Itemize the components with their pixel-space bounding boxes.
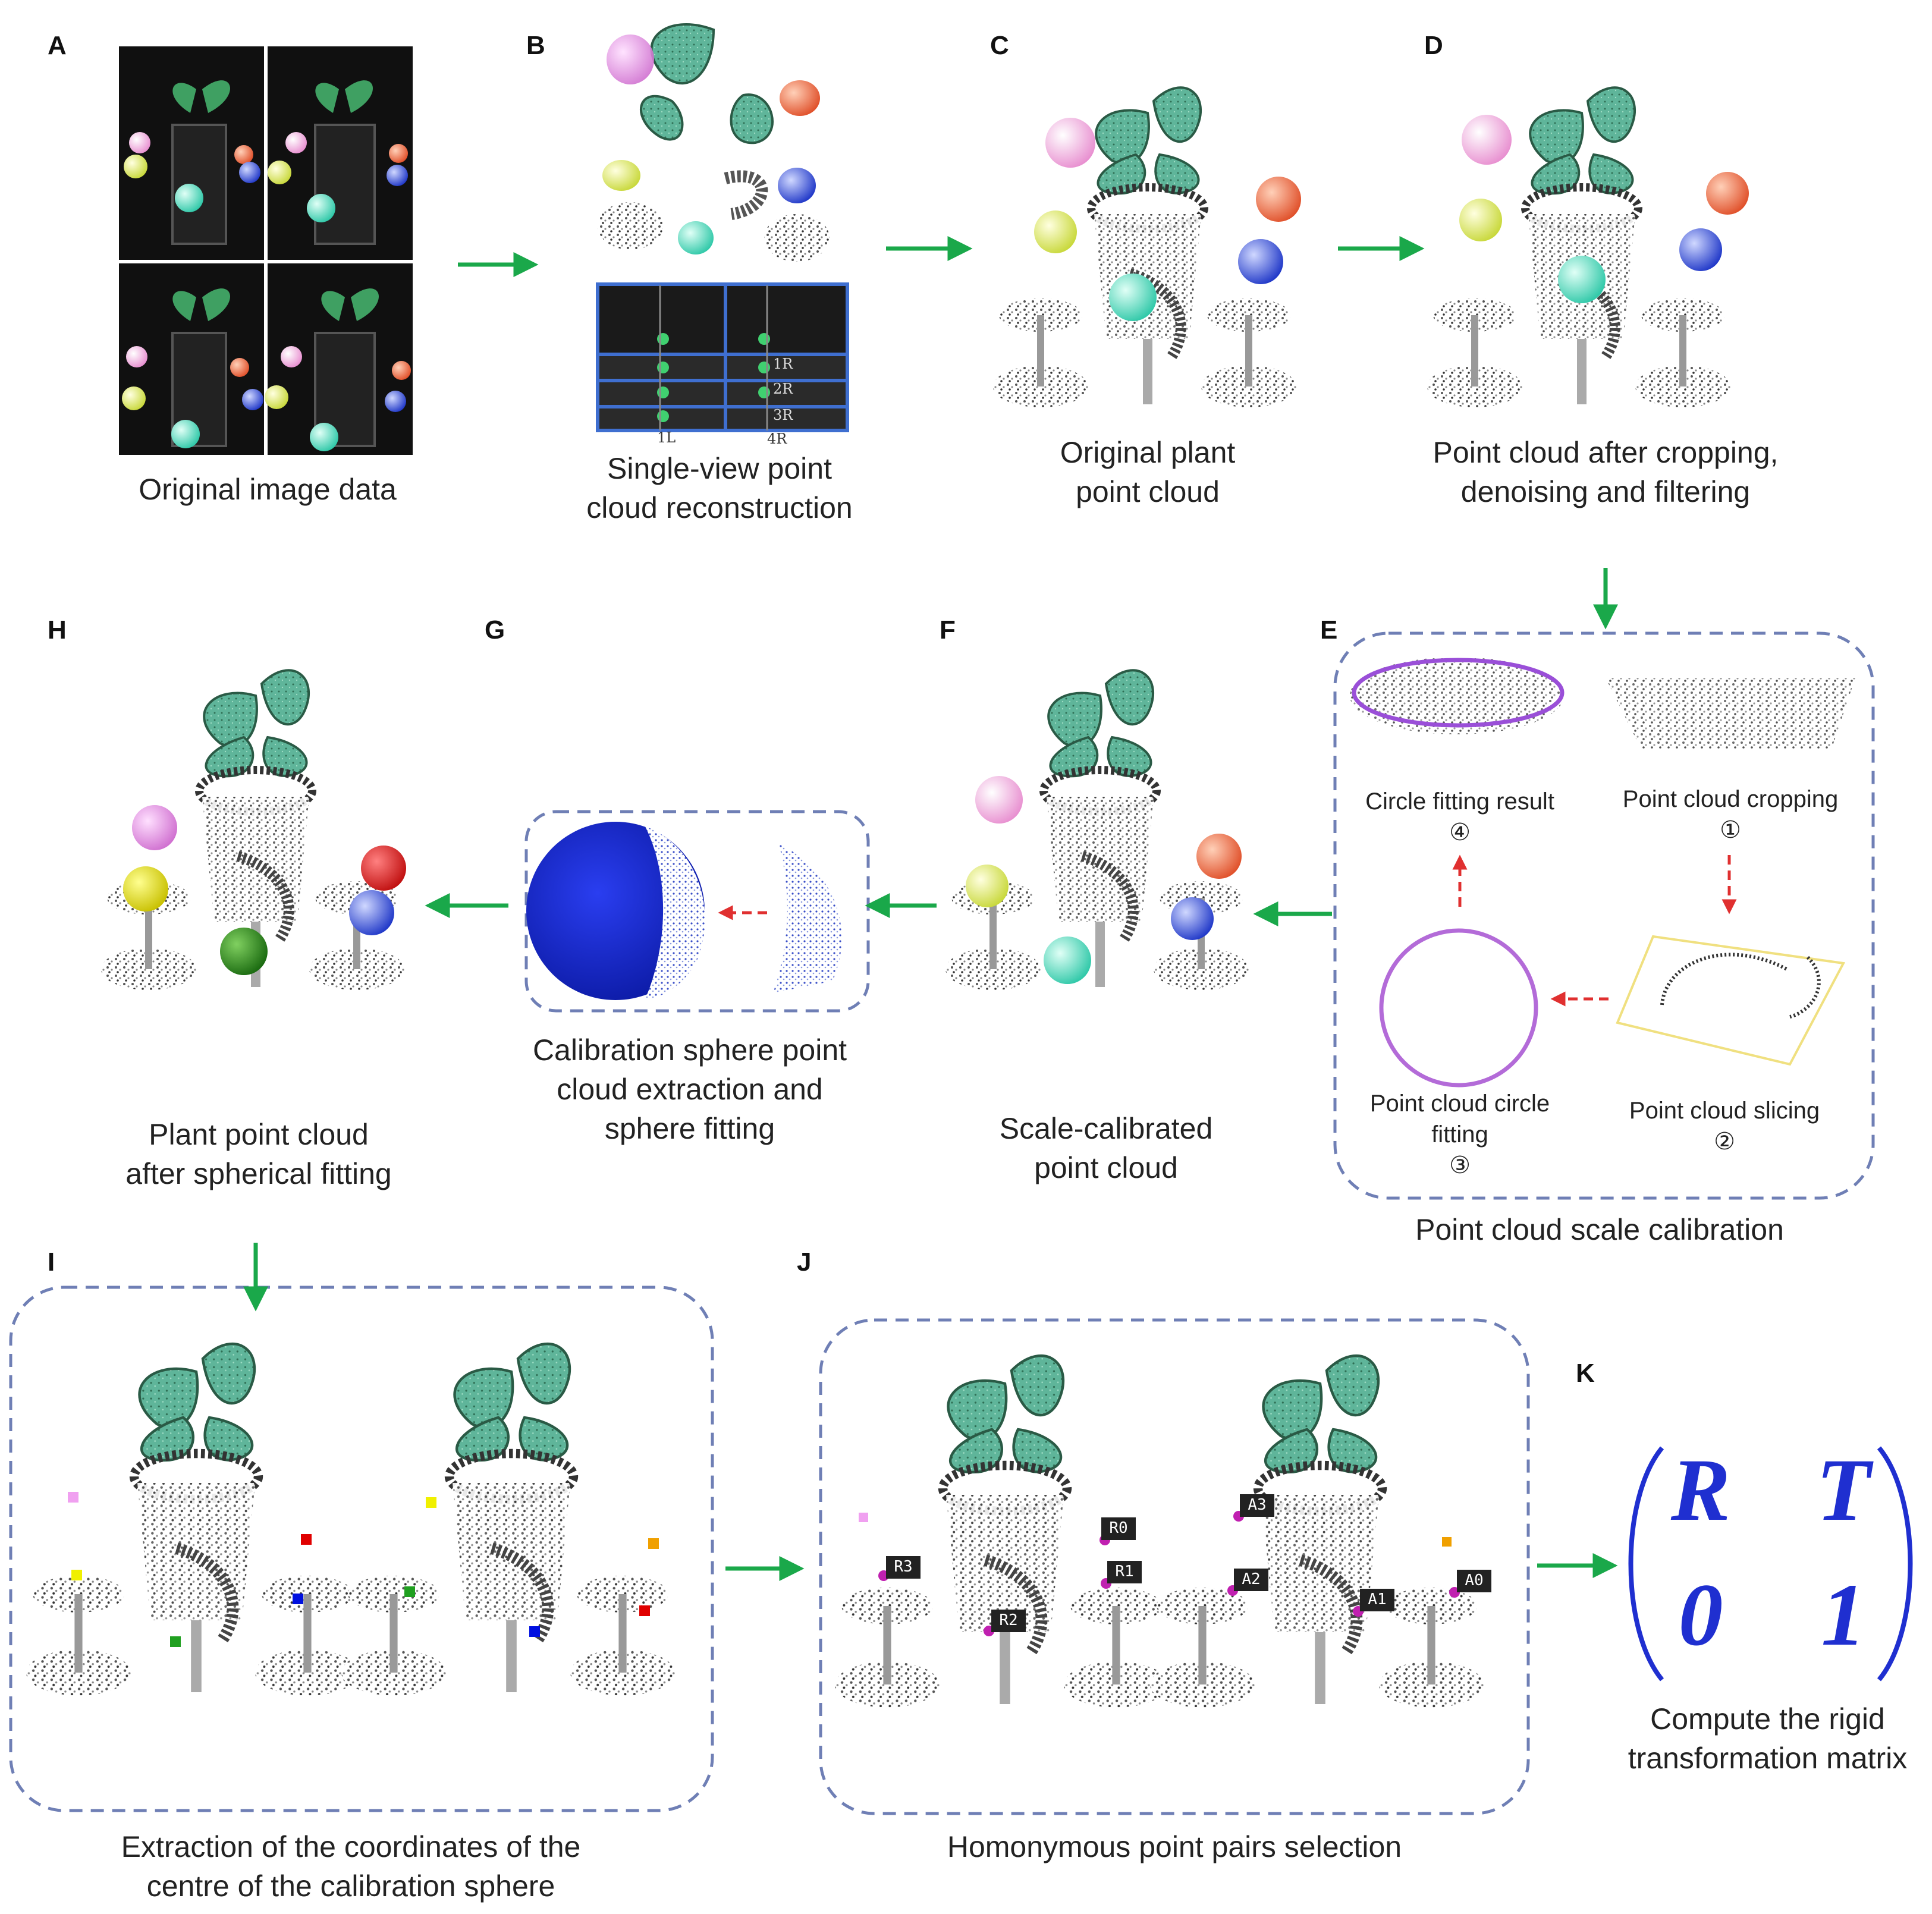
panel-label-g: G: [485, 615, 505, 645]
marker-r3: R3: [894, 1558, 913, 1576]
panel-i-sphere-centres: [9, 1286, 714, 1812]
caption-e: Point cloud scale calibration: [1415, 1213, 1784, 1246]
panel-j-point-pairs: [819, 1318, 1530, 1815]
panel-label-i: I: [48, 1247, 55, 1277]
panel-label-d: D: [1424, 31, 1443, 60]
matrix-one: 1: [1821, 1566, 1866, 1664]
marker-a1: A1: [1368, 1591, 1387, 1608]
panel-b-single-view: [596, 23, 849, 432]
panel-label-j: J: [797, 1247, 812, 1277]
caption-d: Point cloud after cropping,denoising and…: [1432, 436, 1779, 508]
marker-a3: A3: [1248, 1496, 1267, 1514]
panel-label-a: A: [48, 31, 67, 60]
panel-k-matrix: [1628, 1446, 1913, 1682]
tag-2r: 2R: [773, 381, 793, 397]
panel-label-f: F: [940, 615, 956, 645]
frame-stack: [596, 282, 849, 432]
panel-label-h: H: [48, 615, 67, 645]
caption-a: Original image data: [139, 473, 397, 506]
marker-r1: R1: [1115, 1563, 1134, 1580]
panel-c-original-cloud: [993, 87, 1301, 407]
panel-g-sphere-fitting: [524, 810, 870, 1013]
panel-label-b: B: [526, 31, 545, 60]
matrix-zero: 0: [1678, 1566, 1723, 1664]
panel-e-scale-calibration: [1333, 631, 1875, 1200]
marker-a2: A2: [1242, 1570, 1261, 1588]
marker-r2: R2: [999, 1611, 1018, 1629]
panel-h-fitted-cloud: [101, 670, 406, 990]
panel-label-c: C: [990, 31, 1009, 60]
tag-1r: 1R: [773, 356, 793, 372]
marker-a0: A0: [1465, 1572, 1484, 1589]
panel-f-scale-calibrated: [945, 670, 1249, 990]
panel-a-photos: [119, 46, 413, 455]
matrix-t: T: [1816, 1441, 1871, 1539]
panel-label-e: E: [1320, 615, 1338, 645]
panel-label-k: K: [1576, 1359, 1595, 1388]
tag-3r: 3R: [773, 407, 793, 423]
tag-1l: 1L: [657, 429, 676, 446]
flow-arrows: [243, 236, 1618, 1581]
caption-j: Homonymous point pairs selection: [947, 1830, 1402, 1863]
tag-4r: 4R: [767, 430, 787, 447]
matrix-r: R: [1670, 1441, 1731, 1539]
marker-r0: R0: [1109, 1519, 1128, 1537]
panel-d-filtered-cloud: [1427, 87, 1749, 407]
